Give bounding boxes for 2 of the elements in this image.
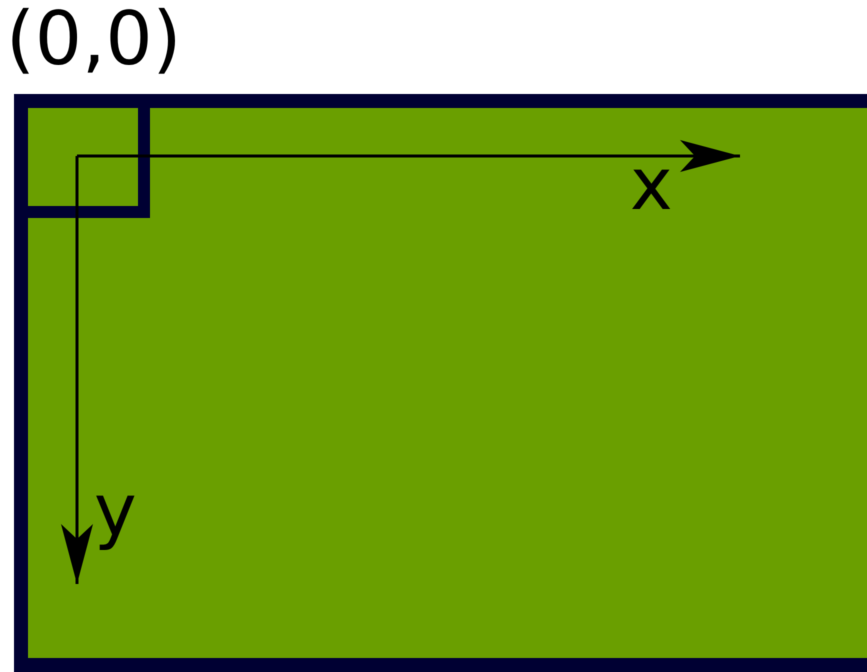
axis-label: x [630,148,673,220]
origin-label: (0,0) [6,2,182,76]
